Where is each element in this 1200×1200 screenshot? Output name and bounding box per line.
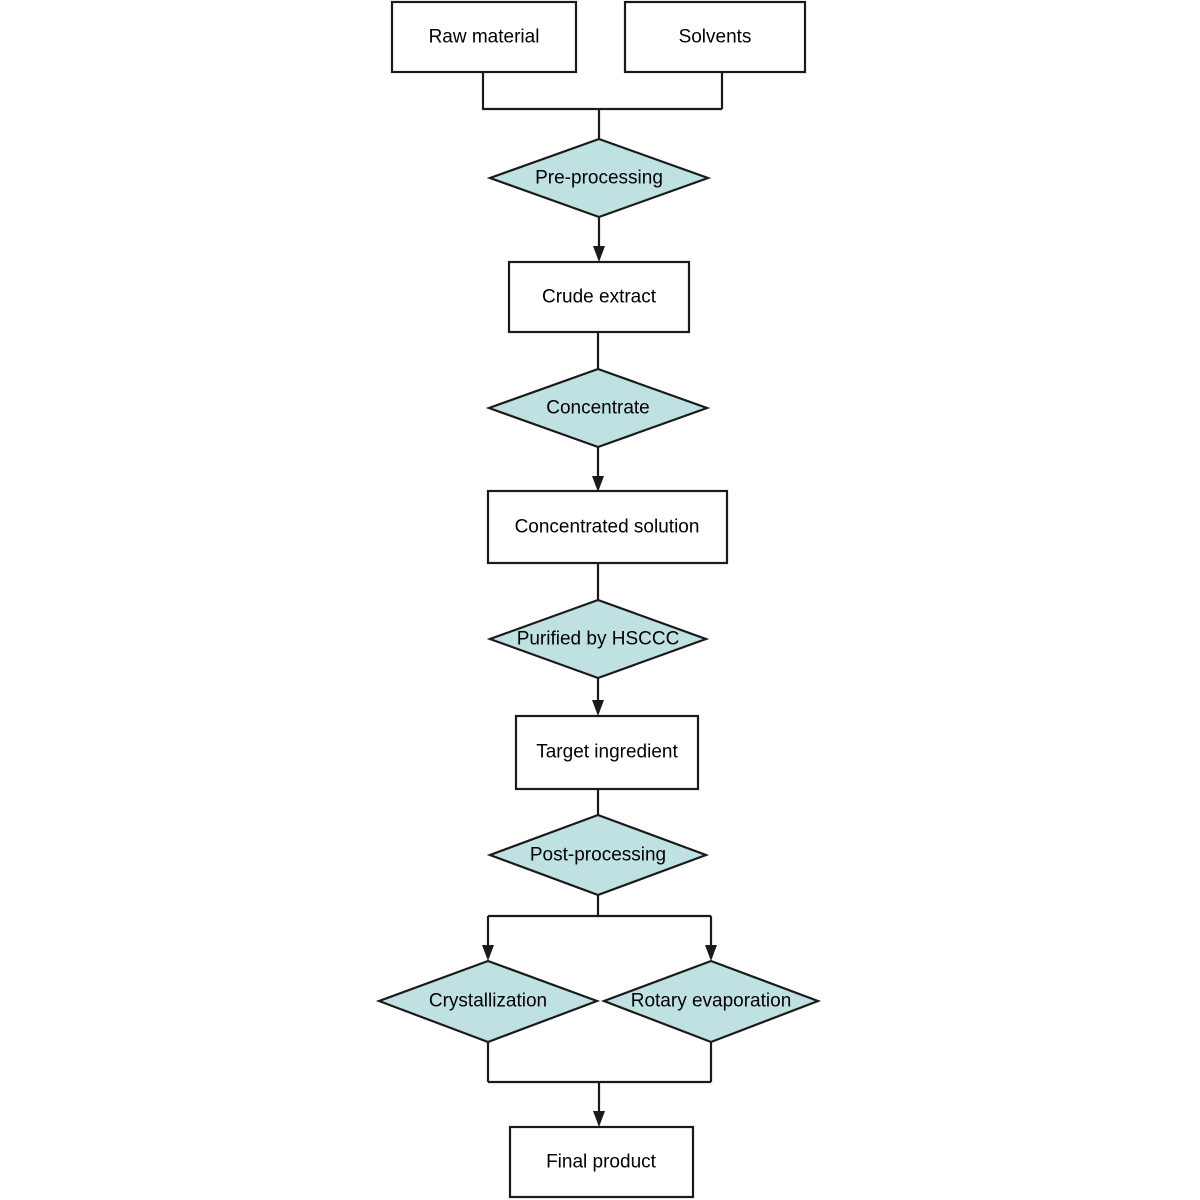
arrowhead-concentrate-to-solution	[592, 476, 604, 492]
arrowhead-post-to-rotary	[705, 945, 717, 961]
edge-raw-to-pre	[481, 72, 722, 111]
node-shape-final-product[interactable]	[508, 1125, 695, 1199]
node-shape-concentrated-solution[interactable]	[486, 489, 729, 565]
node-shape-crude-extract[interactable]	[507, 260, 691, 334]
node-shape-post-processing[interactable]	[486, 813, 710, 897]
arrowhead-post-to-crystallization	[482, 945, 494, 961]
node-shape-target-ingredient[interactable]	[514, 714, 700, 791]
arrowhead-merge-to-final	[593, 1111, 605, 1127]
node-shape-solvents[interactable]	[623, 0, 807, 74]
arrowhead-hsccc-to-target	[592, 700, 604, 716]
node-shape-layer	[375, 0, 822, 1199]
node-shape-purified-by-hsccc[interactable]	[486, 598, 710, 680]
node-shape-concentrate[interactable]	[485, 367, 711, 449]
node-shape-pre-processing[interactable]	[486, 137, 712, 219]
node-shape-rotary-evaporation[interactable]	[600, 959, 822, 1044]
connector-layer	[481, 72, 724, 1118]
arrowhead-layer	[482, 246, 717, 1127]
node-shape-raw-material[interactable]	[390, 0, 578, 74]
node-shape-crystallization[interactable]	[375, 959, 601, 1044]
arrowhead-pre-to-crude	[593, 246, 605, 262]
